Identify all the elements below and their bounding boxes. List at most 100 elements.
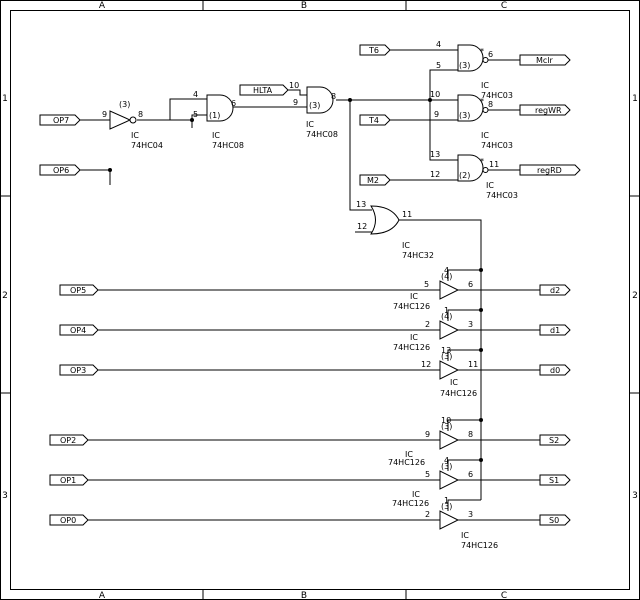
svg-text:IC: IC <box>481 81 489 90</box>
svg-text:*: * <box>480 47 484 56</box>
and-gate-74hc08-1: (1) 4 5 6 IC 74HC08 <box>193 90 244 150</box>
svg-text:OP1: OP1 <box>60 476 76 485</box>
tristate-buffer-d2: (4) 4 5 6 IC 74HC126 <box>393 266 473 311</box>
svg-text:8: 8 <box>468 430 473 439</box>
svg-text:d0: d0 <box>550 366 560 375</box>
svg-text:11: 11 <box>468 360 478 369</box>
svg-text:2: 2 <box>425 320 430 329</box>
tristate-buffer-s1: (3) 4 5 6 IC 74HC126 <box>392 456 473 508</box>
output-port-d2: d2 <box>539 284 571 296</box>
input-port-m2: M2 <box>359 174 391 186</box>
svg-text:12: 12 <box>357 222 367 231</box>
svg-text:13: 13 <box>441 346 451 355</box>
svg-text:6: 6 <box>468 470 473 479</box>
svg-text:d2: d2 <box>550 286 560 295</box>
nand-gate-74hc03-regwr: (3) 10 9 8 * IC 74HC03 <box>430 90 513 150</box>
svg-text:74HC08: 74HC08 <box>306 130 338 139</box>
zone-col-c-bottom: C <box>501 591 507 600</box>
svg-text:OP4: OP4 <box>70 326 86 335</box>
svg-text:10: 10 <box>430 90 440 99</box>
svg-text:74HC08: 74HC08 <box>212 141 244 150</box>
svg-text:(3): (3) <box>459 61 470 70</box>
svg-text:74HC126: 74HC126 <box>393 302 430 311</box>
input-port-op0: OP0 <box>49 514 89 526</box>
svg-text:S0: S0 <box>549 516 559 525</box>
svg-text:9: 9 <box>293 98 298 107</box>
tristate-buffer-d0: (3) 13 12 11 IC 74HC126 <box>421 346 478 398</box>
zone-col-a-top: A <box>99 1 106 11</box>
input-port-hlta: HLTA <box>239 84 289 96</box>
output-port-d1: d1 <box>539 324 571 336</box>
svg-text:Mclr: Mclr <box>536 56 554 65</box>
svg-text:OP2: OP2 <box>60 436 76 445</box>
svg-text:4: 4 <box>436 40 441 49</box>
svg-text:8: 8 <box>488 100 493 109</box>
svg-text:IC: IC <box>306 120 314 129</box>
svg-text:1: 1 <box>444 496 449 505</box>
svg-text:IC: IC <box>412 490 420 499</box>
zone-row-3-right: 3 <box>632 491 638 501</box>
output-port-s1: S1 <box>539 474 571 486</box>
svg-text:74HC126: 74HC126 <box>392 499 429 508</box>
input-port-op7: OP7 <box>39 114 81 126</box>
svg-text:5: 5 <box>424 280 429 289</box>
svg-text:OP7: OP7 <box>53 116 69 125</box>
nand-gate-74hc03-mclr: (3) 4 5 6 * IC 74HC03 <box>436 40 513 100</box>
svg-text:(1): (1) <box>209 111 220 120</box>
svg-text:(3): (3) <box>119 100 130 109</box>
svg-text:6: 6 <box>488 50 493 59</box>
svg-text:6: 6 <box>231 99 236 108</box>
svg-text:*: * <box>480 157 484 166</box>
svg-text:M2: M2 <box>367 176 379 185</box>
svg-text:IC: IC <box>450 378 458 387</box>
wires <box>80 49 540 521</box>
svg-text:IC: IC <box>486 181 494 190</box>
svg-text:IC: IC <box>461 531 469 540</box>
svg-text:S1: S1 <box>549 476 559 485</box>
svg-text:IC: IC <box>402 241 410 250</box>
svg-text:(3): (3) <box>309 101 320 110</box>
svg-text:74HC03: 74HC03 <box>486 191 518 200</box>
svg-text:OP6: OP6 <box>53 166 69 175</box>
output-port-s0: S0 <box>539 514 571 526</box>
svg-text:6: 6 <box>468 280 473 289</box>
svg-text:9: 9 <box>434 110 439 119</box>
svg-text:5: 5 <box>193 110 198 119</box>
svg-text:9: 9 <box>102 110 107 119</box>
svg-text:11: 11 <box>489 160 499 169</box>
svg-text:1: 1 <box>444 306 449 315</box>
svg-text:IC: IC <box>405 450 413 459</box>
or-gate-74hc32: 13 12 11 IC 74HC32 <box>356 200 434 260</box>
svg-text:74HC126: 74HC126 <box>388 458 425 467</box>
svg-text:9: 9 <box>425 430 430 439</box>
svg-text:S2: S2 <box>549 436 559 445</box>
svg-text:(3): (3) <box>441 422 452 431</box>
svg-text:OP5: OP5 <box>70 286 86 295</box>
input-port-op1: OP1 <box>49 474 89 486</box>
svg-text:3: 3 <box>468 510 473 519</box>
svg-text:8: 8 <box>138 110 143 119</box>
svg-text:74HC03: 74HC03 <box>481 141 513 150</box>
zone-row-3-left: 3 <box>2 491 8 501</box>
output-port-d0: d0 <box>539 364 571 376</box>
svg-text:IC: IC <box>481 131 489 140</box>
svg-text:5: 5 <box>425 470 430 479</box>
svg-text:regRD: regRD <box>537 166 562 175</box>
zone-row-2-left: 2 <box>2 291 8 301</box>
svg-text:8: 8 <box>331 92 336 101</box>
svg-text:(2): (2) <box>459 171 470 180</box>
tristate-buffer-s2: (3) 10 9 8 IC 74HC126 <box>388 416 473 467</box>
input-port-op6: OP6 <box>39 164 81 176</box>
input-port-op4: OP4 <box>59 324 99 336</box>
svg-text:74HC04: 74HC04 <box>131 141 163 150</box>
svg-text:74HC126: 74HC126 <box>393 343 430 352</box>
svg-text:2: 2 <box>425 510 430 519</box>
tristate-buffer-s0: (3) 1 2 3 IC 74HC126 <box>425 496 498 550</box>
zone-row-1-left: 1 <box>2 94 8 104</box>
svg-text:4: 4 <box>444 456 449 465</box>
svg-text:4: 4 <box>193 90 198 99</box>
svg-text:OP0: OP0 <box>60 516 76 525</box>
input-port-op5: OP5 <box>59 284 99 296</box>
svg-text:(3): (3) <box>441 462 452 471</box>
svg-text:10: 10 <box>289 81 299 90</box>
